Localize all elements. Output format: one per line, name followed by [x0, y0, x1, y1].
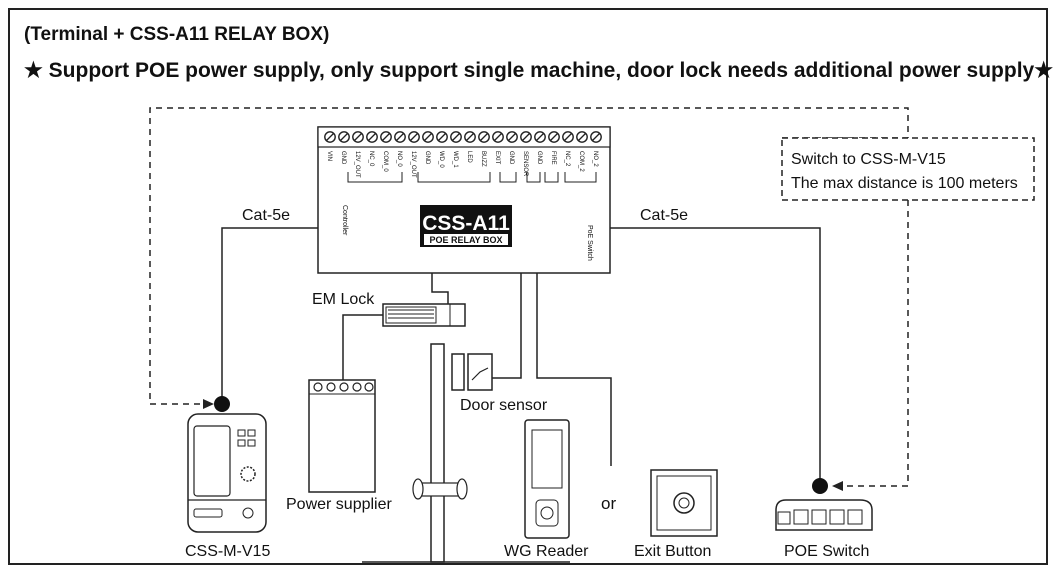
- cable-right-label: Cat-5e: [640, 207, 688, 224]
- relay-caption: POE RELAY BOX: [429, 235, 502, 245]
- cable-left-label: Cat-5e: [242, 207, 290, 224]
- exit-button: [650, 469, 718, 537]
- terminal-label: NO_0: [396, 151, 402, 167]
- terminal-screws: [324, 131, 602, 143]
- terminal-label: NC_2: [564, 151, 570, 167]
- terminal-label: WD_0: [438, 151, 444, 168]
- poe-switch-label: POE Switch: [784, 543, 869, 560]
- terminal-label: BUZZ: [480, 151, 486, 167]
- terminal-label: NO_2: [592, 151, 598, 167]
- terminal-label: SENSOR: [522, 151, 528, 177]
- diagram-subtitle: (Terminal + CSS-A11 RELAY BOX): [24, 24, 330, 45]
- exit-button-label: Exit Button: [634, 543, 711, 560]
- note-line-1: Switch to CSS-M-V15: [791, 151, 946, 168]
- or-label: or: [601, 494, 616, 513]
- terminal-label: LED: [466, 151, 472, 163]
- door-post: [362, 343, 570, 563]
- power-wire: [342, 314, 383, 380]
- side-label-poe: PoE Switch: [586, 225, 593, 261]
- terminal-device: [187, 413, 267, 533]
- terminal-label: NC_0: [368, 151, 374, 167]
- poe-switch: [775, 499, 873, 531]
- door-sensor-wire: [492, 273, 522, 379]
- em-lock-label: EM Lock: [312, 291, 375, 308]
- em-lock: [382, 303, 466, 327]
- terminal-label: WD_1: [452, 151, 458, 168]
- terminal-label: 12V_OUT: [410, 151, 416, 178]
- em-lock-wire: [431, 273, 449, 304]
- terminal-label: EXIT: [494, 151, 500, 165]
- terminal-label: VIN: [326, 151, 332, 161]
- note-box: [781, 137, 1035, 201]
- terminal-label: GND: [536, 151, 542, 165]
- wg-reader-label: WG Reader: [504, 543, 589, 560]
- terminal-label: FIRE: [550, 151, 556, 165]
- note-line-2: The max distance is 100 meters: [791, 175, 1018, 192]
- terminal-label: GND: [508, 151, 514, 165]
- wg-reader: [524, 419, 570, 539]
- door-sensor-label: Door sensor: [460, 397, 548, 414]
- terminal-label: 12V_OUT: [354, 151, 360, 178]
- terminal-port-dot: [214, 396, 230, 412]
- terminal-label: GND: [340, 151, 346, 165]
- terminal-label: COM_0: [382, 151, 388, 172]
- door-sensor: [451, 353, 493, 391]
- power-supplier-label: Power supplier: [286, 496, 393, 513]
- diagram-frame: [8, 8, 1048, 565]
- dashed-link-right: [840, 200, 909, 487]
- relay-model: CSS-A11: [422, 212, 510, 235]
- terminal-label: COM_2: [578, 151, 584, 172]
- cable-right: [610, 227, 821, 486]
- side-label-controller: Controller: [341, 205, 348, 236]
- relay-box: VIN GND 12V_OUT NC_0 COM_0 NO_0 12V_OUT GND WD_0…: [317, 126, 611, 274]
- diagram-headline: ★ Support POE power supply, only support…: [24, 59, 1054, 82]
- terminal-labels: VIN GND 12V_OUT NC_0 COM_0 NO_0 12V_OUT GND WD_0…: [326, 151, 598, 178]
- switch-port-dot: [812, 478, 828, 494]
- cable-left: [221, 227, 318, 404]
- terminal-label: CSS-M-V15: [185, 543, 270, 560]
- power-supplier: [308, 379, 376, 493]
- terminal-label: GND: [424, 151, 430, 165]
- reader-wire: [536, 273, 612, 466]
